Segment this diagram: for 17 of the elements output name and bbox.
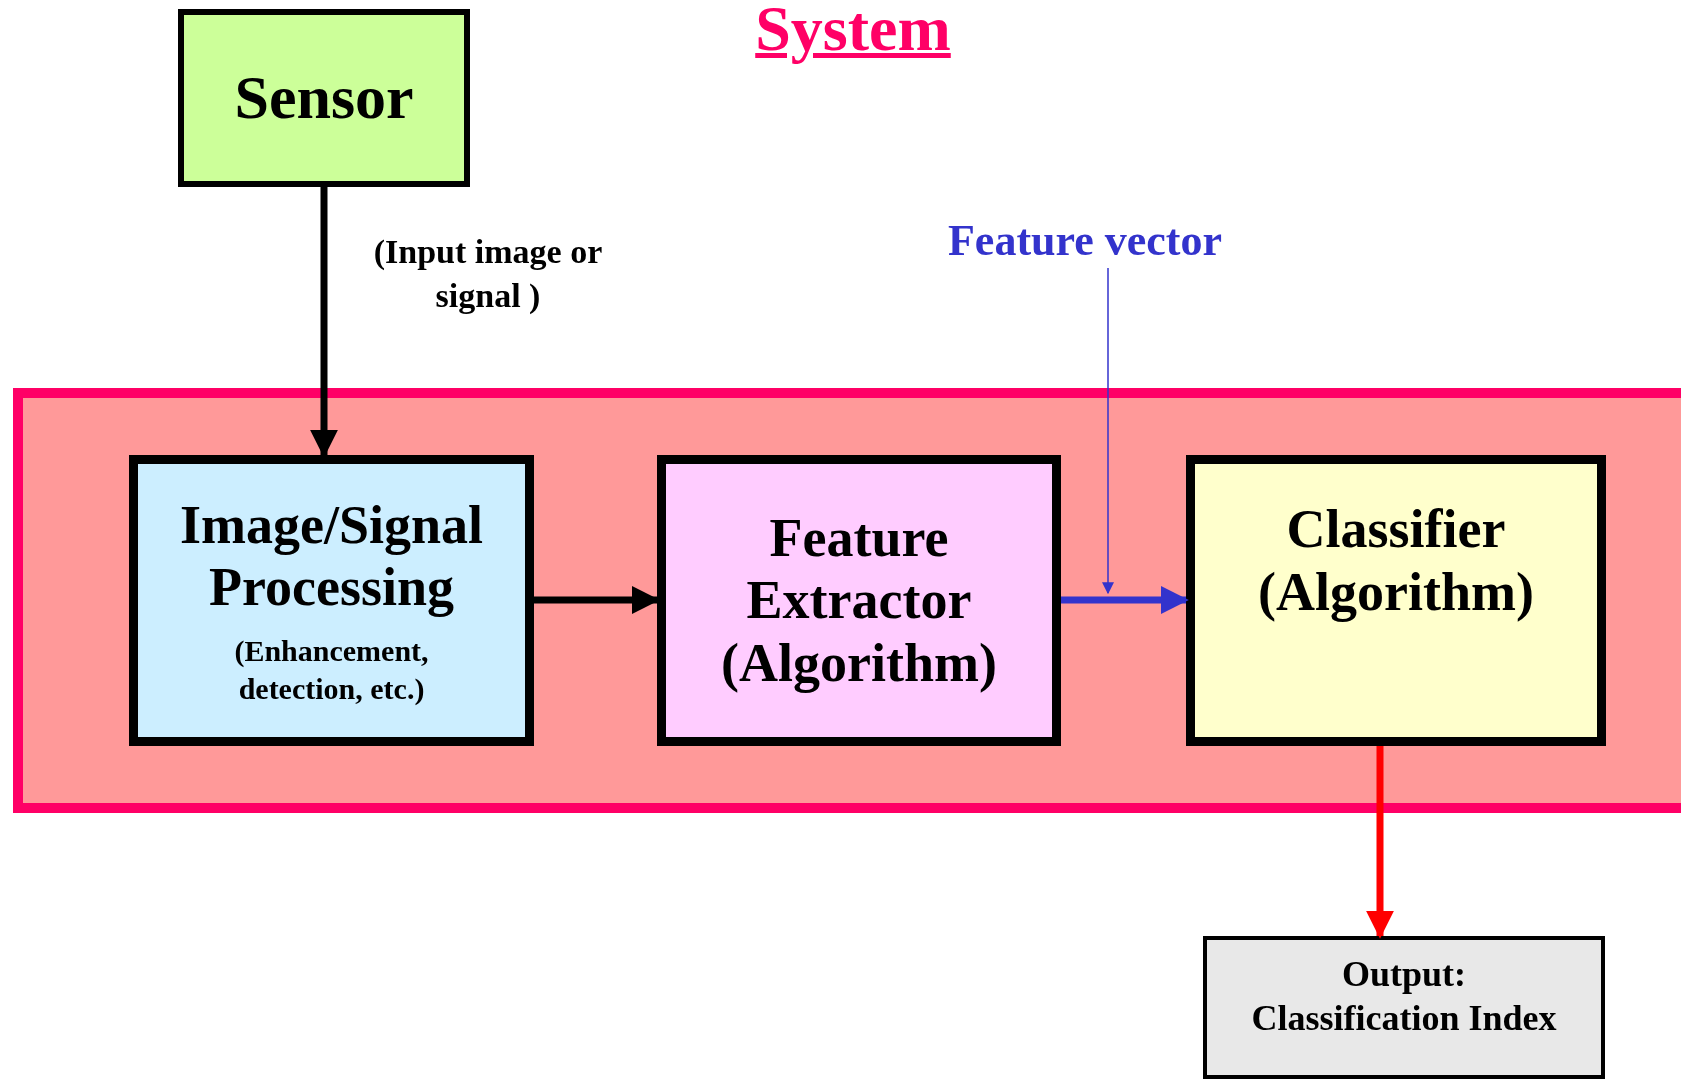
box-title: Output: [1342, 954, 1466, 996]
diagram-title: System [754, 0, 952, 66]
box-title: Classifier (Algorithm) [1257, 498, 1535, 623]
arrow [1366, 746, 1394, 939]
sensor-box [178, 9, 470, 187]
box-title: Feature Extractor (Algorithm) [720, 507, 998, 694]
box-title: Image/Signal Processing [178, 493, 484, 619]
process-box [657, 455, 1061, 746]
feature-vector-label: Feature vector [930, 212, 1240, 268]
process-box [129, 455, 534, 746]
process-box [1186, 455, 1606, 746]
output-box [1203, 936, 1605, 1079]
box-subtitle: Classification Index [1251, 996, 1557, 1040]
box-title: Sensor [234, 62, 414, 134]
box-subtitle: (Enhancement, detection, etc.) [233, 633, 430, 707]
system-band [13, 388, 1681, 813]
leader-line [1102, 267, 1114, 595]
